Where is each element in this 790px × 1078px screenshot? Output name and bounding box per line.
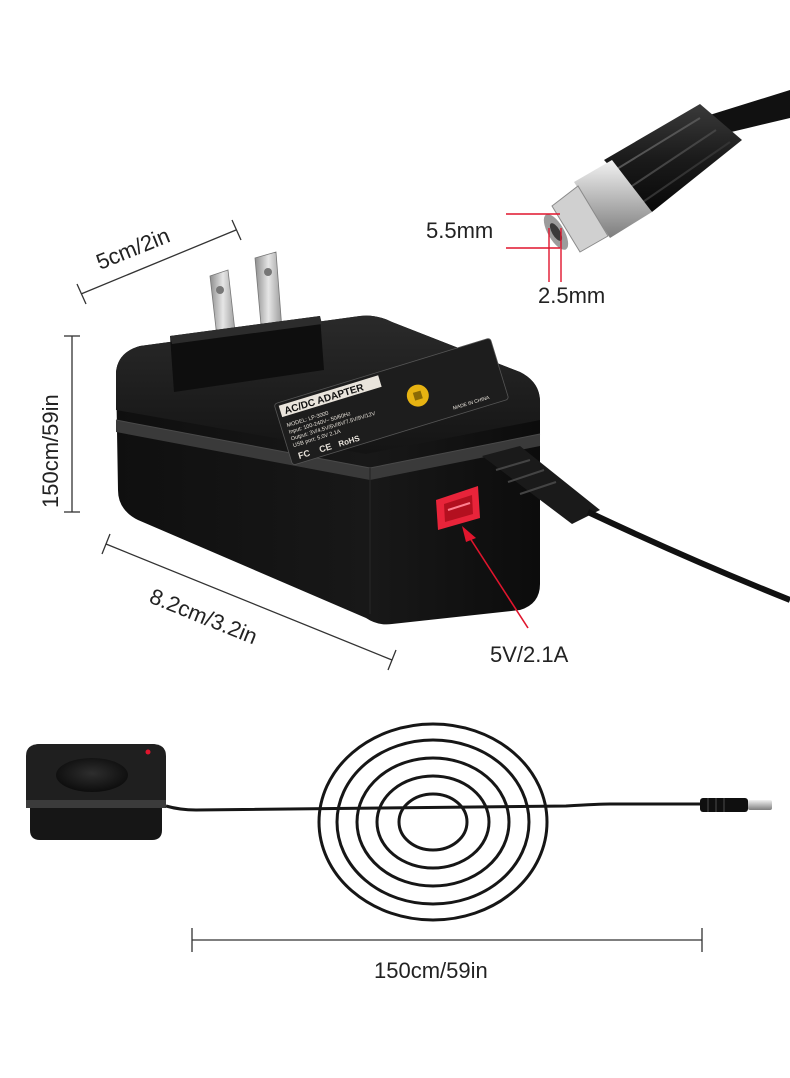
adapter-length-dimension-line (101, 533, 397, 671)
plug-width-dimension-line (76, 219, 242, 305)
label-mark-fc: FC (297, 448, 312, 461)
usb-pointer-arrow (462, 526, 529, 629)
adapter-height-dimension-line (64, 335, 80, 513)
usb-output-label: 5V/2.1A (490, 642, 569, 667)
tip-outer-diameter-label: 5.5mm (426, 218, 493, 243)
dc-plug-illustration (543, 90, 790, 253)
adapter-height-label: 150cm/59in (38, 394, 63, 508)
adapter-side-view (26, 744, 166, 840)
usb-port (436, 486, 480, 530)
cable-length-label: 150cm/59in (374, 958, 488, 983)
label-mark-ce: CE (318, 441, 333, 454)
dc-tip-end (700, 798, 772, 812)
coiled-cable (165, 722, 700, 922)
adapter-length-label: 8.2cm/3.2in (146, 583, 261, 649)
tip-inner-diameter-label: 2.5mm (538, 283, 605, 308)
wall-plug (170, 251, 324, 392)
product-label-plate: AC/DC ADAPTER MODEL: LP-3000 Input: 100-… (274, 338, 509, 465)
tip-dimension-lines (506, 213, 562, 282)
adapter-cable (482, 446, 790, 603)
plug-width-label: 5cm/2in (93, 223, 174, 275)
cable-length-dimension-line (191, 928, 703, 952)
